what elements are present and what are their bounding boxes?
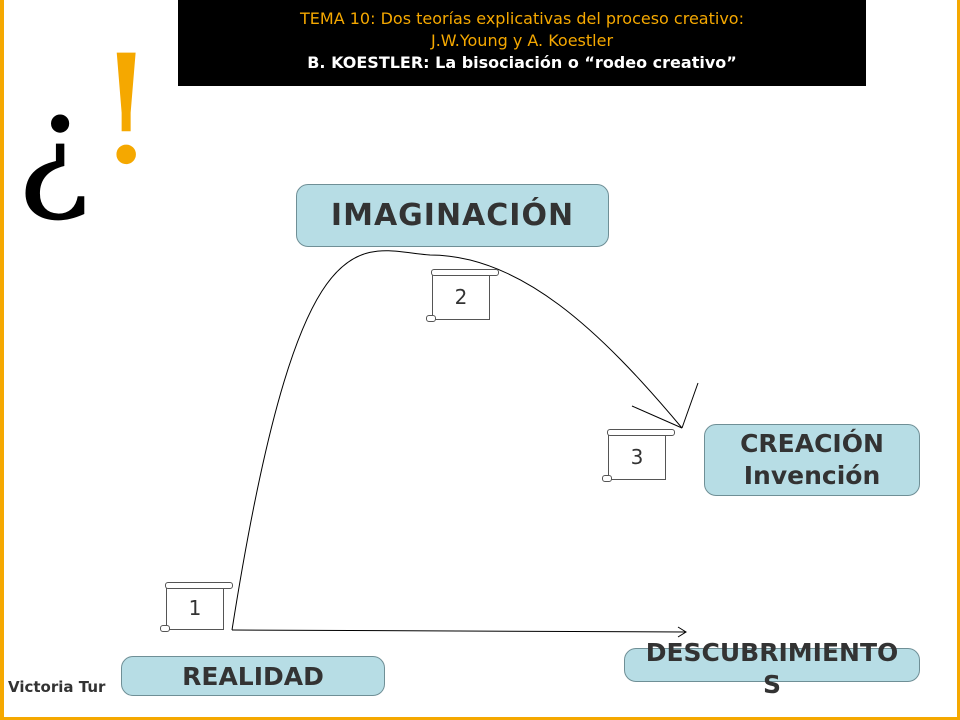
baseline-arrow (231, 629, 687, 633)
step-marker-3: 3 (602, 429, 675, 482)
arrow-head-right (681, 382, 699, 429)
header-title-line2: J.W.Young y A. Koestler (430, 31, 614, 50)
exclamation-mark: ! (96, 24, 157, 198)
inverted-question-mark: ¿ (16, 64, 92, 227)
slide-header: TEMA 10: Dos teorías explicativas del pr… (178, 0, 866, 86)
arrow-head-left (631, 405, 683, 429)
invencion-label: Invención (743, 461, 881, 490)
realidad-box: REALIDAD (121, 656, 385, 696)
frame-right-border (957, 0, 960, 720)
header-subtitle: B. KOESTLER: La bisociación o “rodeo cre… (307, 53, 737, 72)
creacion-box: CREACIÓN Invención (704, 424, 920, 496)
imaginacion-box: IMAGINACIÓN (296, 184, 609, 247)
footer-author: Victoria Tur (8, 678, 106, 696)
step-marker-1: 1 (160, 582, 233, 632)
creative-detour-curve (231, 250, 683, 631)
descubrimientos-label: DESCUBRIMIENTOS (645, 638, 899, 699)
descubrimientos-box: DESCUBRIMIENTOS (624, 638, 920, 699)
frame-bottom-border (0, 717, 960, 720)
header-title-line1: TEMA 10: Dos teorías explicativas del pr… (300, 9, 744, 28)
creacion-label: CREACIÓN (740, 429, 884, 458)
baseline-arrow-head (677, 626, 687, 638)
step-marker-2: 2 (426, 269, 499, 322)
frame-left-border (0, 0, 4, 720)
